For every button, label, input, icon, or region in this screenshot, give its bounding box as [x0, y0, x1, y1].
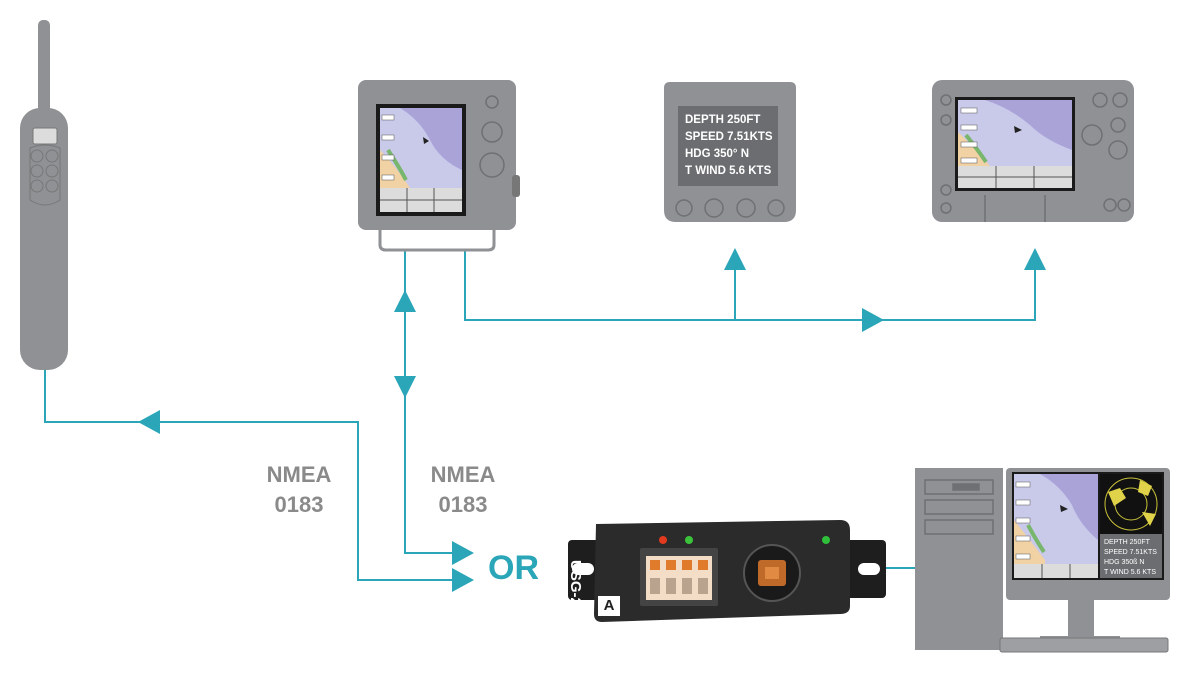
pc-line-speed: SPEED 7.51KTS: [1104, 549, 1157, 556]
instrument-line-speed: SPEED 7.51KTS: [685, 131, 773, 143]
usg-model-label: USG-2: [567, 560, 584, 606]
instrument-display: [664, 82, 796, 222]
pc-tower: [915, 468, 1003, 650]
arrow-down-chartplotter: [394, 376, 416, 398]
protocol-label-right-line2: 0183: [438, 492, 488, 517]
usg-brand-logo: A: [603, 597, 615, 614]
usg-led-status: [822, 536, 830, 544]
radio-body: [20, 108, 68, 370]
instrument-line-wind: T WIND 5.6 KTS: [685, 165, 772, 177]
handheld-radio: [20, 20, 68, 370]
pc-readout: DEPTH 250FT SPEED 7.51KTS HDG 350ß N T W…: [1104, 538, 1157, 578]
pc-keyboard: [999, 637, 1169, 653]
handheld-cable: [44, 370, 460, 581]
usg-body: [594, 520, 850, 622]
instrument-line-heading: HDG 350° N: [685, 148, 750, 160]
chartplotter-map: [380, 108, 462, 212]
plotter2-map: [958, 100, 1072, 188]
radio-keypad: [29, 144, 61, 206]
protocol-label-left: NMEA 0183: [254, 460, 344, 520]
pc-workstation: [915, 468, 1170, 653]
arrow-up-instrument: [724, 248, 746, 270]
chartplotter-bracket: [378, 228, 496, 252]
protocol-label-left-line1: NMEA: [266, 462, 332, 487]
arrows: [138, 248, 1046, 592]
pc-map: [1014, 474, 1098, 578]
usg-logo-box: [598, 596, 620, 616]
instrument-readout: DEPTH 250FT SPEED 7.51KTS HDG 350° N T W…: [685, 112, 773, 180]
arrow-up-plotter2: [1024, 248, 1046, 270]
protocol-label-right-line1: NMEA: [430, 462, 496, 487]
usg-slot-left: [572, 563, 594, 575]
instrument-line-depth: DEPTH 250FT: [685, 114, 761, 126]
arrow-up-chartplotter: [394, 290, 416, 312]
protocol-label-right: NMEA 0183: [418, 460, 508, 520]
pc-monitor-stand: [1068, 598, 1094, 640]
chartplotter-side-knob: [512, 175, 520, 197]
radio-screen: [32, 127, 58, 145]
arrow-right-or-bottom: [452, 568, 474, 592]
instrument-screen: [678, 106, 778, 186]
arrow-right-or-top: [452, 541, 474, 565]
arrow-right-bus: [862, 308, 884, 332]
pc-radar: [1100, 474, 1162, 578]
radio-antenna: [38, 20, 50, 120]
output-bus: [464, 250, 1036, 321]
usg-interface: [568, 520, 886, 622]
pc-line-heading: HDG 350ß N: [1104, 559, 1145, 566]
chartplotter-secondary: [932, 80, 1134, 222]
arrow-left: [138, 410, 160, 434]
connection-lines: [44, 250, 1036, 581]
or-label: OR: [488, 549, 539, 587]
pc-line-depth: DEPTH 250FT: [1104, 539, 1150, 546]
usg-led-green: [685, 536, 693, 544]
chartplotter-cable: [404, 250, 460, 554]
protocol-label-left-line2: 0183: [274, 492, 324, 517]
usg-slot-right: [858, 563, 880, 575]
pc-line-wind: T WIND 5.6 KTS: [1104, 569, 1156, 576]
usg-led-red: [659, 536, 667, 544]
chartplotter-main: [358, 80, 520, 252]
